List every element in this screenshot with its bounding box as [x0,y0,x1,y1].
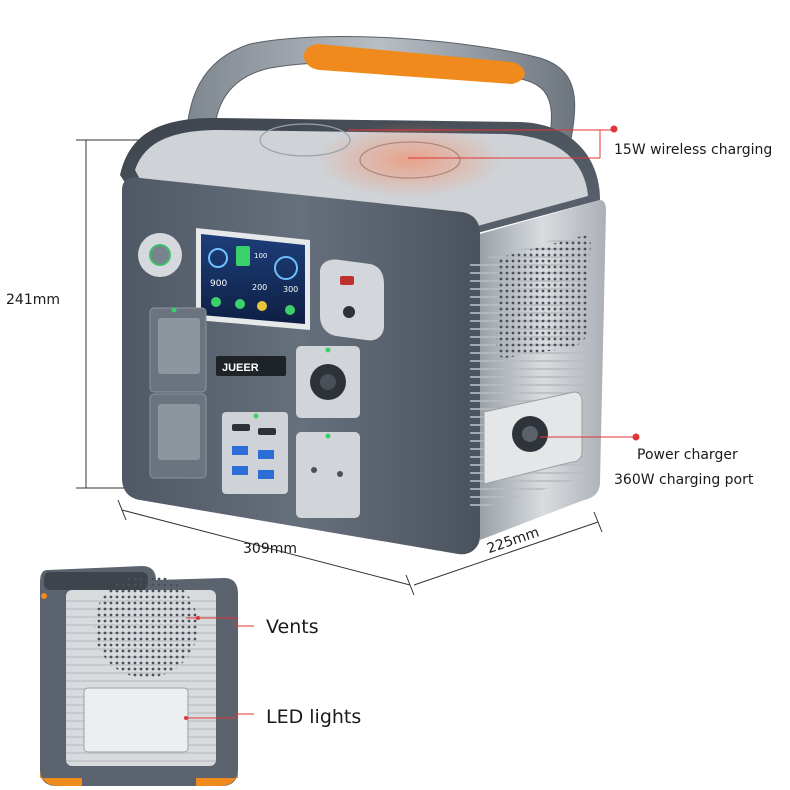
display-power-out: 300 [283,285,298,294]
width-dimension: 309mm [243,541,297,557]
dc-port-icon [343,306,355,318]
charger-label-line1: Power charger [637,447,738,463]
usb-c-port-icon-2 [232,424,250,431]
wireless-pad-icon-2 [359,141,461,179]
led-light-panel [83,687,189,753]
usb-c-port-icon [340,276,354,285]
front-panel: 900 200 300 100 JUEER [122,177,480,555]
ac-outlet-icon [158,318,200,374]
height-dimension: 241mm [6,292,60,308]
handle-grip-accent [303,44,525,84]
charger-label-line2: 360W charging port [614,472,754,488]
display-power-in: 900 [210,279,227,289]
battery-icon [236,246,250,266]
wireless-callout-dot [610,125,618,133]
wireless-pad-icon [259,123,351,157]
rear-vent-grille [94,574,198,678]
dimension-lines [76,139,603,596]
ac-outlet-icon-2 [158,404,200,460]
side-vent-grille [496,235,591,358]
display-power-mid: 200 [252,283,267,292]
usb-a-port-icon [232,446,248,455]
charger-callout-dot [632,433,640,441]
power-button-icon [149,244,171,266]
side-panel [470,200,606,540]
callout-leaders [184,129,636,720]
display-battery: 100 [254,252,267,260]
wireless-charging-label: 15W wireless charging [614,142,773,158]
rear-view-inset [40,566,238,786]
vents-label: Vents [266,616,319,638]
led-lights-label: LED lights [266,706,362,728]
brand-logo: JUEER [222,362,259,374]
